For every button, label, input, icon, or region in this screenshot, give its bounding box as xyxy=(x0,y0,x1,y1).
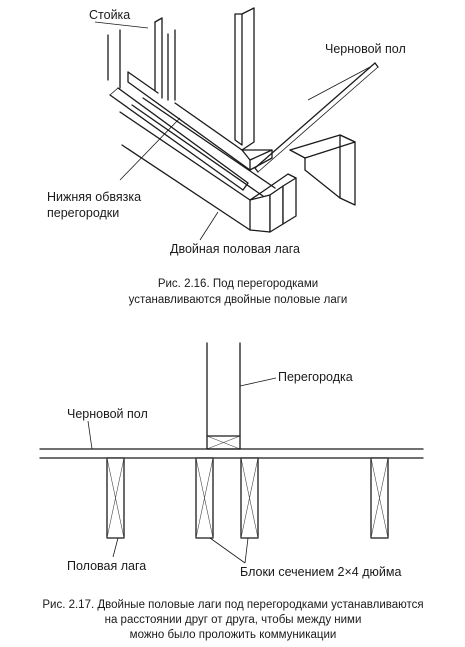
leader-subfloor-2 xyxy=(87,420,93,450)
partition xyxy=(206,342,241,437)
double-joist xyxy=(119,97,297,233)
leader-blocks-right xyxy=(244,537,249,564)
subfloor-slab xyxy=(39,448,424,459)
subfloor-sheet xyxy=(254,62,379,173)
leader-subfloor xyxy=(307,66,371,101)
label-double-joist: Двойная половая лага xyxy=(170,242,300,256)
caption-2-16-line1: Рис. 2.16. Под перегородками xyxy=(158,278,318,290)
figure-2-16-drawing: Стойка Черновой пол Нижняя обвязка перег… xyxy=(47,7,406,256)
joist-1 xyxy=(106,457,125,539)
joist-double-left xyxy=(195,457,214,539)
label-subfloor-1: Черновой пол xyxy=(325,42,406,56)
partition-bottom-plate xyxy=(206,435,241,450)
bottom-plate xyxy=(127,71,273,171)
label-floor-joist: Половая лага xyxy=(67,559,146,573)
leader-double-joist xyxy=(199,211,219,241)
leader-stud xyxy=(94,21,149,29)
caption-2-17-line1: Рис. 2.17. Двойные половые лаги под пере… xyxy=(42,599,423,611)
caption-2-16-line2: устанавливаются двойные половые лаги xyxy=(129,294,348,306)
caption-2-17-line2: на расстоянии друг от друга, чтобы между… xyxy=(105,614,362,626)
joist-back xyxy=(289,134,356,206)
label-blocks: Блоки сечением 2×4 дюйма xyxy=(240,565,401,579)
stud-left xyxy=(107,17,163,99)
stud-right xyxy=(167,7,255,151)
joist-4 xyxy=(370,457,389,539)
label-partition: Перегородка xyxy=(278,370,353,384)
leader-floor-joist xyxy=(112,537,119,558)
caption-2-17-line3: можно было проложить коммуникации xyxy=(130,629,337,641)
joist-double-right xyxy=(240,457,259,539)
leader-blocks-left xyxy=(209,537,246,564)
label-subfloor-2: Черновой пол xyxy=(67,407,148,421)
leader-partition xyxy=(239,377,277,387)
figure-2-17-drawing: Перегородка Черновой пол Половая лага Бл… xyxy=(39,342,424,579)
floor-strip xyxy=(109,87,249,191)
label-bottom-plate-2: перегородки xyxy=(47,206,119,220)
leader-bottom-plate xyxy=(119,117,181,181)
label-stud: Стойка xyxy=(89,8,130,22)
label-bottom-plate-1: Нижняя обвязка xyxy=(47,190,141,204)
